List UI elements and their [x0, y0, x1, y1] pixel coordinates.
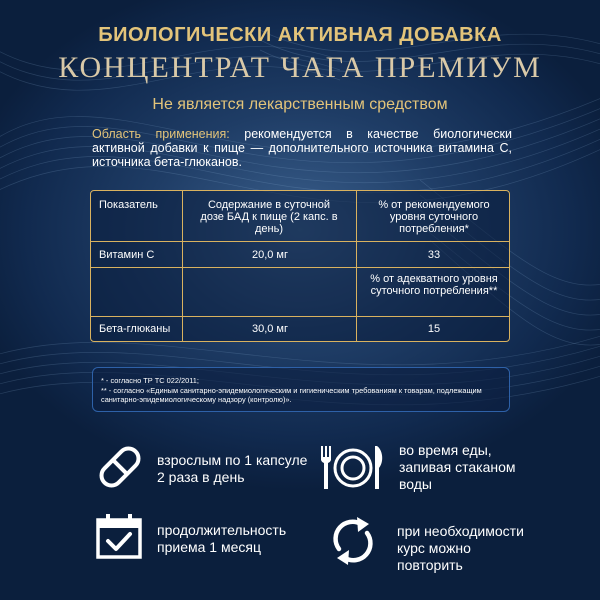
row-beta-glucans-content: 30,0 мг: [251, 323, 289, 335]
application-scope: Область применения: рекомендуется в каче…: [92, 127, 512, 169]
plate-fork-knife-icon: [321, 446, 383, 489]
table-divider: [91, 241, 509, 242]
repeat-arrows-icon: [333, 517, 373, 565]
application-scope-text: рекомендуется в качестве биологически ак…: [92, 127, 512, 169]
calendar-check-icon: [96, 514, 142, 559]
table-divider: [356, 191, 357, 341]
product-title: КОНЦЕНТРАТ ЧАГА ПРЕМИУМ: [58, 51, 542, 84]
table-divider: [91, 267, 509, 268]
product-category: БИОЛОГИЧЕСКИ АКТИВНАЯ ДОБАВКА: [98, 24, 502, 46]
meal-line-1: во время еды,: [399, 442, 492, 458]
duration-line-1: продолжительность: [157, 522, 287, 538]
repeat-line-2: курс можно: [397, 540, 471, 556]
row-vitamin-c-percent: 33: [427, 249, 441, 261]
duration-line-2: приема 1 месяц: [157, 539, 261, 555]
nutrition-table: Показатель Содержание в суточной дозе БА…: [90, 190, 510, 342]
row-vitamin-c-content: 20,0 мг: [251, 249, 289, 261]
subheader-adequate-percent: % от адекватного уровня суточного потреб…: [370, 273, 498, 297]
capsule-icon: [99, 446, 141, 488]
meal-line-3: воды: [399, 476, 432, 492]
duration-text: продолжительность приема 1 месяц: [157, 522, 286, 556]
table-divider: [91, 316, 509, 317]
dose-line-2: 2 раза в день: [157, 469, 245, 485]
footnote-1: * - согласно ТР ТС 022/2011;: [101, 376, 199, 385]
repeat-text: при необходимости курс можно повторить: [397, 523, 524, 574]
repeat-line-1: при необходимости: [397, 523, 524, 539]
meal-line-2: запивая стаканом: [399, 459, 516, 475]
application-scope-label: Область применения:: [92, 127, 230, 141]
header-percent: % от рекомендуемого уровня суточного пот…: [378, 199, 490, 235]
dose-line-1: взрослым по 1 капсуле: [157, 452, 308, 468]
footnotes: * - согласно ТР ТС 022/2011; ** - соглас…: [92, 367, 510, 412]
meal-text: во время еды, запивая стаканом воды: [399, 442, 516, 493]
repeat-line-3: повторить: [397, 557, 463, 573]
table-divider: [182, 191, 183, 341]
row-beta-glucans-name: Бета-глюканы: [99, 323, 171, 335]
row-vitamin-c-name: Витамин С: [99, 249, 155, 261]
dose-text: взрослым по 1 капсуле 2 раза в день: [157, 452, 307, 486]
header-indicator: Показатель: [99, 199, 158, 211]
disclaimer: Не является лекарственным средством: [152, 96, 448, 113]
footnote-2: ** - согласно «Единым санитарно-эпидемио…: [101, 385, 482, 405]
header-content: Содержание в суточной дозе БАД к пище (2…: [200, 199, 338, 235]
row-beta-glucans-percent: 15: [427, 323, 441, 335]
